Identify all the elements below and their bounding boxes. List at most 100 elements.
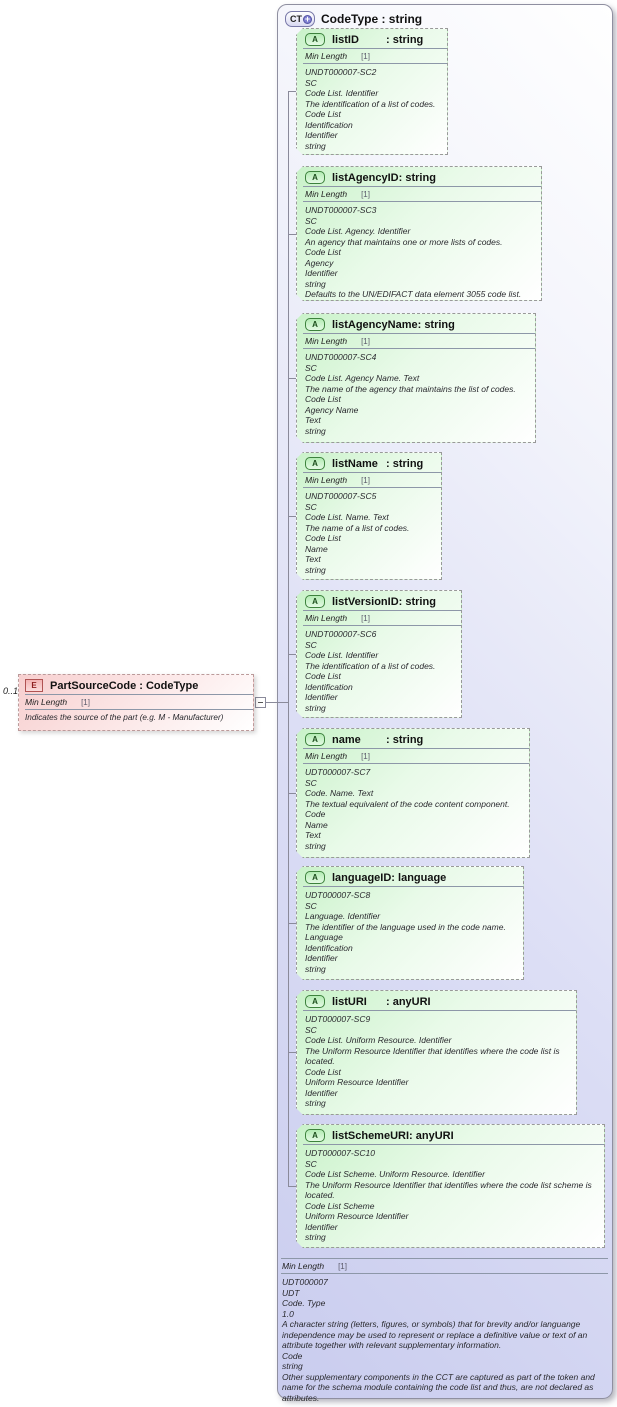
facet-row: Min Length [1] bbox=[297, 611, 461, 625]
divider bbox=[303, 48, 447, 49]
attribute-icon: A bbox=[305, 33, 325, 46]
facet-value: [1] bbox=[361, 476, 370, 485]
facet-value: [1] bbox=[361, 752, 370, 761]
facet-name: Min Length bbox=[305, 336, 348, 346]
attribute-name: listID bbox=[332, 33, 359, 46]
connector-stub bbox=[288, 793, 296, 794]
attribute-icon: A bbox=[305, 595, 325, 608]
attribute-header: A name : string bbox=[297, 729, 529, 748]
attribute-name: listSchemeURI bbox=[332, 1129, 410, 1142]
facet-name: Min Length bbox=[305, 51, 348, 61]
facet-name: Min Length bbox=[305, 613, 348, 623]
facet-value: [1] bbox=[338, 1262, 347, 1271]
attribute-box-listname[interactable]: A listName : string Min Length[1] UNDT00… bbox=[296, 452, 442, 580]
divider bbox=[303, 610, 461, 611]
attribute-box-listagencyname[interactable]: A listAgencyName : string Min Length[1] … bbox=[296, 313, 536, 443]
attribute-icon: A bbox=[305, 318, 325, 331]
attribute-name: listAgencyName bbox=[332, 318, 418, 331]
expand-plus-icon[interactable]: + bbox=[303, 13, 312, 24]
divider bbox=[303, 472, 441, 473]
attribute-type: : anyURI bbox=[409, 1129, 454, 1142]
attribute-annotations: UNDT000007-SC4 SC Code List. Agency Name… bbox=[305, 352, 516, 436]
attribute-box-languageid[interactable]: A languageID : language UDT000007-SC8 SC… bbox=[296, 866, 524, 980]
attribute-type: : string bbox=[386, 33, 424, 46]
attribute-annotations: UDT000007-SC9 SC Code List. Uniform Reso… bbox=[305, 1014, 560, 1108]
attribute-annotations: UNDT000007-SC6 SC Code List. Identifier … bbox=[305, 629, 436, 713]
divider bbox=[303, 1144, 604, 1145]
divider bbox=[303, 201, 541, 202]
attribute-name: listVersionID bbox=[332, 595, 399, 608]
facet-value: [1] bbox=[361, 190, 370, 199]
attribute-box-listid[interactable]: A listID : string Min Length[1] UNDT0000… bbox=[296, 28, 448, 155]
attribute-icon: A bbox=[305, 995, 325, 1008]
complextype-icon[interactable]: CT+ bbox=[285, 11, 315, 27]
attribute-annotations: UNDT000007-SC5 SC Code List. Name. Text … bbox=[305, 491, 410, 575]
attribute-header: A listURI : anyURI bbox=[297, 991, 576, 1010]
attribute-type: : anyURI bbox=[386, 995, 431, 1008]
attribute-type: : language bbox=[391, 871, 447, 884]
complextype-annotations: UDT000007 UDT Code. Type 1.0 A character… bbox=[282, 1277, 595, 1403]
attribute-header: A listName : string bbox=[297, 453, 441, 472]
divider bbox=[303, 886, 523, 887]
facet-value: [1] bbox=[361, 614, 370, 623]
connector-stub bbox=[288, 1186, 296, 1187]
attribute-annotations: UDT000007-SC8 SC Language. Identifier Th… bbox=[305, 890, 506, 974]
divider bbox=[303, 625, 461, 626]
divider bbox=[303, 487, 441, 488]
connector-stub bbox=[288, 654, 296, 655]
element-connector-line bbox=[266, 702, 288, 703]
connector-stub bbox=[288, 923, 296, 924]
attribute-icon: A bbox=[305, 733, 325, 746]
facet-name: Min Length bbox=[25, 697, 68, 707]
collapse-toggle[interactable] bbox=[255, 697, 266, 708]
attribute-box-listschemeuri[interactable]: A listSchemeURI : anyURI UDT000007-SC10 … bbox=[296, 1124, 605, 1248]
attribute-header: A listAgencyID : string bbox=[297, 167, 541, 186]
facet-value: [1] bbox=[361, 52, 370, 61]
attribute-type: : string bbox=[386, 733, 424, 746]
facet-row: Min Length[1] bbox=[297, 473, 441, 487]
element-box-partsourcecode[interactable]: E PartSourceCode : CodeType Min Length[1… bbox=[18, 674, 254, 731]
attribute-box-listuri[interactable]: A listURI : anyURI UDT000007-SC9 SC Code… bbox=[296, 990, 577, 1115]
attribute-box-name[interactable]: A name : string Min Length[1] UDT000007-… bbox=[296, 728, 530, 858]
connector-stub bbox=[288, 1052, 296, 1053]
attribute-box-listagencyid[interactable]: A listAgencyID : string Min Length [1] UN… bbox=[296, 166, 542, 301]
attribute-type: : string bbox=[417, 318, 455, 331]
divider bbox=[303, 763, 529, 764]
attribute-name: name bbox=[332, 733, 361, 746]
divider bbox=[303, 63, 447, 64]
attribute-annotations: UNDT000007-SC3 SC Code List. Agency. Ide… bbox=[305, 205, 522, 299]
connector-stub bbox=[288, 516, 296, 517]
divider bbox=[303, 1010, 576, 1011]
attribute-type: : string bbox=[386, 457, 424, 470]
facet-name: Min Length bbox=[282, 1261, 325, 1271]
attribute-name: listName bbox=[332, 457, 378, 470]
element-title: PartSourceCode : CodeType bbox=[50, 679, 199, 692]
complextype-header[interactable]: CT+ CodeType : string bbox=[285, 11, 422, 27]
connector-stub bbox=[288, 378, 296, 379]
attribute-type: : string bbox=[398, 595, 436, 608]
facet-row: Min Length [1] bbox=[281, 1258, 608, 1274]
attribute-name: listURI bbox=[332, 995, 367, 1008]
attribute-annotations: UDT000007-SC7 SC Code. Name. Text The te… bbox=[305, 767, 510, 851]
element-annotation: Indicates the source of the part (e.g. M… bbox=[25, 713, 224, 722]
divider bbox=[303, 748, 529, 749]
complextype-title: CodeType : string bbox=[321, 12, 423, 26]
divider bbox=[25, 694, 253, 695]
attribute-type: : string bbox=[398, 171, 436, 184]
divider bbox=[303, 348, 535, 349]
attribute-name: languageID bbox=[332, 871, 392, 884]
attribute-header: A listID : string bbox=[297, 29, 447, 48]
attribute-icon: A bbox=[305, 1129, 325, 1142]
attribute-annotations: UDT000007-SC10 SC Code List Scheme. Unif… bbox=[305, 1148, 592, 1242]
attribute-box-listversionid[interactable]: A listVersionID : string Min Length [1] U… bbox=[296, 590, 462, 718]
connector-stub bbox=[288, 234, 296, 235]
element-header: E PartSourceCode : CodeType bbox=[19, 675, 253, 694]
divider bbox=[303, 186, 541, 187]
facet-name: Min Length bbox=[305, 189, 348, 199]
complextype-facts: Min Length [1] UDT000007 UDT Code. Type 1… bbox=[281, 1258, 608, 1407]
facet-row: Min Length [1] bbox=[297, 187, 541, 201]
attribute-header: A listAgencyName : string bbox=[297, 314, 535, 333]
divider bbox=[25, 709, 253, 710]
facet-row: Min Length[1] bbox=[19, 695, 253, 709]
